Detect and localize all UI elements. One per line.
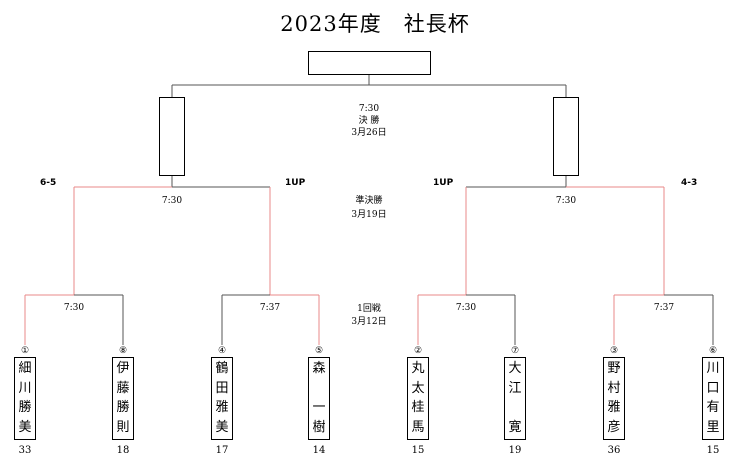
player-name-box: 伊藤勝則 (112, 357, 134, 440)
name-char: 村 (607, 380, 621, 396)
name-char: 勝 (18, 400, 32, 416)
name-char: 美 (215, 419, 229, 435)
name-char: 則 (116, 419, 130, 435)
player-seed-3: ④ (217, 346, 227, 356)
player-seed-5: ② (413, 346, 423, 356)
name-char: 川 (706, 361, 720, 376)
player-seed-2: ⑧ (118, 346, 128, 356)
player-number-8: 15 (706, 445, 720, 456)
semi-score-3: 1UP (433, 178, 454, 188)
name-char: 桂 (411, 400, 425, 416)
final-round-name: 決 勝 (358, 116, 380, 126)
player-number-1: 33 (18, 445, 32, 456)
semi-round-name: 準決勝 (355, 196, 383, 206)
name-char: 勝 (116, 400, 130, 416)
name-char: 野 (607, 361, 621, 376)
player-seed-6: ⑦ (510, 346, 520, 356)
player-seed-8: ⑥ (708, 346, 718, 356)
name-char: 藤 (116, 380, 130, 396)
name-char: 雅 (215, 400, 229, 416)
name-char: 鶴 (215, 361, 229, 376)
name-char: 森 (312, 361, 326, 376)
name-char: 細 (18, 361, 32, 376)
name-char: 里 (706, 419, 720, 435)
player-name-box: 鶴田雅美 (211, 357, 233, 440)
name-char: 美 (18, 419, 32, 435)
semi-score-2: 1UP (285, 178, 306, 188)
name-char: 川 (18, 380, 32, 396)
name-char: 馬 (411, 419, 425, 435)
player-number-3: 17 (215, 445, 229, 456)
first-time-1: 7:30 (63, 303, 85, 313)
name-char: 太 (411, 380, 425, 396)
player-number-6: 19 (508, 445, 522, 456)
final-date: 3月26日 (351, 128, 387, 138)
player-name-box: 丸太桂馬 (407, 357, 429, 440)
player-name-box: 川口有里 (702, 357, 724, 440)
final-time: 7:30 (358, 104, 380, 114)
player-name-box: 森一樹 (308, 357, 330, 440)
finalist-box-left (159, 97, 185, 176)
player-number-2: 18 (116, 445, 130, 456)
name-char: 大 (508, 361, 522, 376)
name-char: 口 (706, 380, 720, 396)
champion-box (308, 51, 431, 75)
name-char: 一 (312, 400, 326, 416)
name-char: 江 (508, 380, 522, 396)
name-char: 樹 (312, 419, 326, 435)
first-time-2: 7:37 (259, 303, 281, 313)
player-number-4: 14 (312, 445, 326, 456)
semi-date: 3月19日 (351, 210, 387, 220)
player-number-7: 36 (607, 445, 621, 456)
name-char: 雅 (607, 400, 621, 416)
name-char: 伊 (116, 361, 130, 376)
first-round-date: 3月12日 (351, 317, 387, 327)
semi-score-4: 4-3 (681, 178, 698, 188)
semi-time-1: 7:30 (161, 196, 183, 206)
name-char: 有 (706, 400, 720, 416)
page-title: 2023年度 社長杯 (280, 12, 470, 36)
semi-time-2: 7:30 (555, 196, 577, 206)
player-number-5: 15 (411, 445, 425, 456)
player-seed-1: ① (20, 346, 30, 356)
player-seed-7: ③ (609, 346, 619, 356)
first-time-4: 7:37 (653, 303, 675, 313)
player-name-box: 大江寛 (504, 357, 526, 440)
first-round-name: 1回戦 (357, 304, 381, 314)
semi-score-1: 6-5 (40, 178, 57, 188)
finalist-box-right (553, 97, 579, 176)
name-char: 田 (215, 380, 229, 396)
player-name-box: 細川勝美 (14, 357, 36, 440)
name-char: 丸 (411, 361, 425, 376)
first-time-3: 7:30 (455, 303, 477, 313)
name-char: 寛 (508, 419, 522, 435)
player-name-box: 野村雅彦 (603, 357, 625, 440)
name-char: 彦 (607, 419, 621, 435)
player-seed-4: ⑤ (314, 346, 324, 356)
